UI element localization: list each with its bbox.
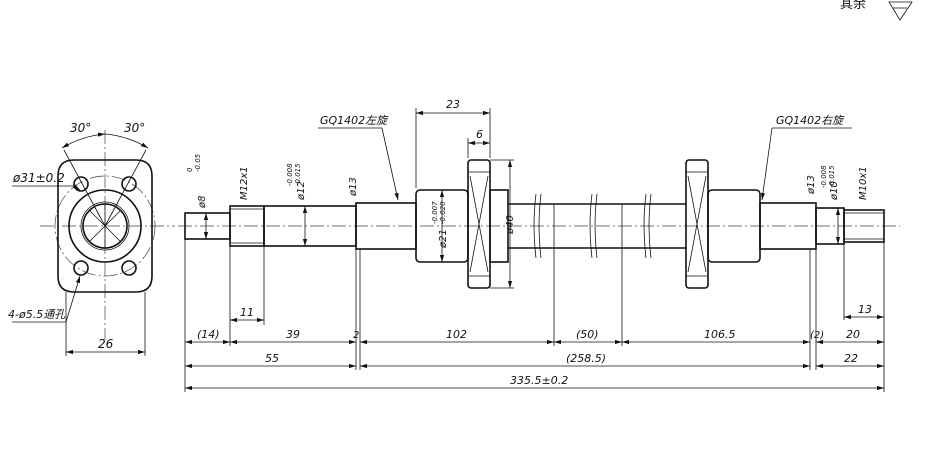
- svg-text:-0.008: -0.008: [820, 165, 828, 188]
- svg-text:-0.015: -0.015: [294, 163, 302, 186]
- flange-outline: [57, 159, 153, 293]
- d12-label: ø12: [296, 181, 307, 201]
- diameter-callouts: ø8 0 -0.05 M12x1 ø12 -0.008 -0.015 ø13 ø…: [186, 153, 869, 289]
- dim-2-right: (2): [810, 330, 824, 341]
- corner-note: 其余: [840, 0, 866, 12]
- svg-text:-0.008: -0.008: [286, 163, 294, 186]
- angle-left-label: 30°: [70, 121, 91, 135]
- d21-label: ø21: [438, 229, 449, 249]
- right-thread-length-label: 13: [858, 303, 872, 316]
- d13-left-label: ø13: [348, 177, 359, 197]
- dim-55: 55: [265, 352, 279, 365]
- dim-14: (14): [197, 328, 220, 341]
- dim-102: 102: [446, 328, 467, 341]
- svg-text:-0.007: -0.007: [431, 201, 439, 224]
- flange-width-label: 6: [476, 128, 483, 141]
- pcd-circle: [54, 175, 156, 277]
- dim-total: 335.5±0.2: [510, 374, 568, 387]
- mount-hole-icon: [121, 176, 137, 192]
- d40-label: ø40: [505, 215, 516, 235]
- holes-label: 4-ø5.5通孔: [8, 308, 66, 321]
- length-dimensions: 23 6 11 13 (14) 39 2 102 (50) 106.5: [184, 98, 885, 392]
- svg-text:-0.015: -0.015: [828, 165, 836, 188]
- roughness-symbol-icon: [888, 1, 913, 21]
- surface-finish-note: 其余: [840, 0, 913, 21]
- pcd-label: ø31±0.2: [12, 171, 65, 185]
- m10-label: M10x1: [858, 166, 869, 200]
- svg-text:0: 0: [186, 167, 194, 172]
- width-label: 26: [98, 337, 114, 351]
- nut-length-label: 23: [446, 98, 460, 111]
- dim-106-5: 106.5: [704, 328, 736, 341]
- ball-screw-side-view: ø8 0 -0.05 M12x1 ø12 -0.008 -0.015 ø13 ø…: [178, 114, 900, 289]
- angle-right-label: 30°: [124, 121, 145, 135]
- m12-label: M12x1: [239, 166, 250, 200]
- svg-text:-0.020: -0.020: [439, 201, 447, 224]
- right-thread: [843, 209, 885, 243]
- mount-hole-icon: [73, 260, 89, 276]
- dim-258-5: (258.5): [566, 352, 606, 365]
- dim-20: 20: [846, 328, 860, 341]
- mount-hole-icon: [73, 176, 89, 192]
- mount-hole-icon: [121, 260, 137, 276]
- dim-39: 39: [286, 328, 300, 341]
- flange-end-view: 30° 30° ø31±0.2 4-ø5.5通孔 26: [8, 121, 175, 356]
- d-left-end: ø8: [197, 196, 208, 209]
- dim-50: (50): [576, 328, 599, 341]
- d10-label: ø10: [829, 181, 840, 201]
- left-thread-label: GQ1402左旋: [320, 114, 389, 127]
- svg-text:-0.05: -0.05: [194, 153, 202, 172]
- dim-22: 22: [844, 352, 858, 365]
- dim-2-left: 2: [353, 330, 359, 341]
- left-thread-length-label: 11: [240, 306, 254, 319]
- d13-right-label: ø13: [806, 175, 817, 195]
- right-thread-label: GQ1402右旋: [776, 114, 845, 127]
